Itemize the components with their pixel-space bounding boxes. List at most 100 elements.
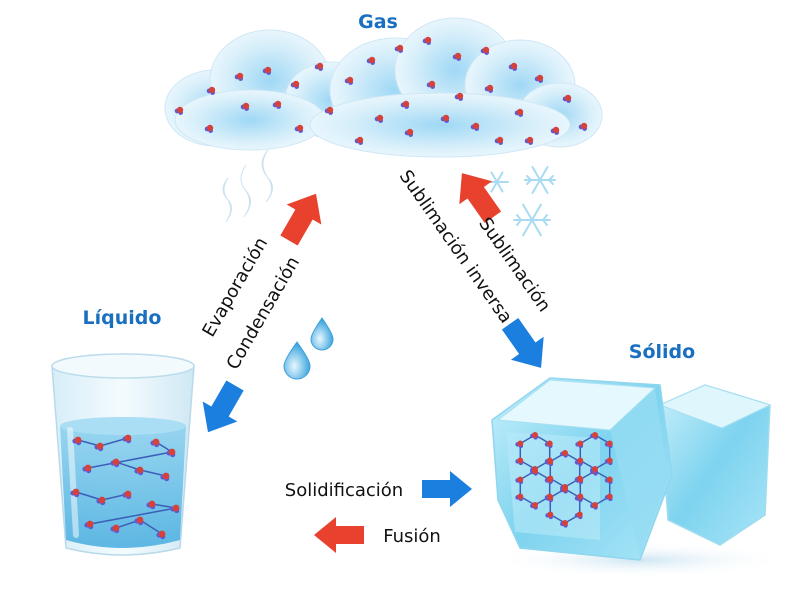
water-molecule-icon xyxy=(156,530,166,540)
water-molecule-icon xyxy=(174,106,184,115)
water-molecule-icon xyxy=(426,80,436,89)
ice-cubes-illustration xyxy=(491,377,772,561)
process-label-solidification: Solidificación xyxy=(285,480,403,501)
water-molecule-icon xyxy=(524,136,534,145)
cloud-illustration xyxy=(164,17,603,158)
water-molecule-icon xyxy=(545,458,554,467)
water-molecule-icon xyxy=(160,472,170,482)
water-molecule-icon xyxy=(560,486,568,494)
water-molecule-icon xyxy=(84,520,94,530)
snowflake-icon xyxy=(485,166,556,237)
solid-molecules xyxy=(515,432,613,528)
water-molecule-icon xyxy=(590,502,598,510)
water-molecule-icon xyxy=(96,496,106,506)
water-molecule-icon xyxy=(515,440,524,449)
water-molecule-icon xyxy=(134,516,144,526)
sublimation-arrow xyxy=(459,173,502,224)
water-molecule-icon xyxy=(574,511,583,520)
water-molecule-icon xyxy=(290,80,300,89)
water-molecule-icon xyxy=(515,457,524,466)
water-molecule-icon xyxy=(590,466,598,474)
water-molecule-icon xyxy=(94,442,104,452)
water-molecule-icon xyxy=(575,493,584,502)
state-label-solid: Sólido xyxy=(629,341,695,363)
water-molecule-icon xyxy=(150,438,160,448)
water-molecule-icon xyxy=(544,476,553,485)
condensation-arrow xyxy=(202,380,244,433)
water-molecule-icon xyxy=(544,440,553,449)
water-molecule-icon xyxy=(604,476,613,485)
water-molecule-icon xyxy=(604,493,613,502)
water-molecule-icon xyxy=(515,493,524,502)
water-molecule-icon xyxy=(530,468,538,476)
water-molecule-icon xyxy=(604,457,613,466)
water-molecule-icon xyxy=(110,458,120,468)
water-molecule-icon xyxy=(272,100,282,109)
water-molecule-icon xyxy=(294,124,304,133)
process-label-fusion: Fusión xyxy=(383,526,441,547)
water-molecule-icon xyxy=(484,84,494,93)
state-label-liquid: Líquido xyxy=(83,307,162,329)
water-molecule-icon xyxy=(314,62,324,71)
water-molecule-icon xyxy=(560,520,568,528)
water-molecule-icon xyxy=(122,434,132,444)
glass-of-water-illustration xyxy=(51,353,195,556)
water-molecule-icon xyxy=(545,494,554,503)
water-molecule-icon xyxy=(206,86,216,95)
water-molecule-icon xyxy=(578,122,588,131)
water-molecule-icon xyxy=(604,440,613,449)
water-molecule-icon xyxy=(234,72,244,81)
state-label-gas: Gas xyxy=(358,11,398,33)
water-molecule-icon xyxy=(366,56,376,65)
water-molecule-icon xyxy=(134,466,144,476)
water-molecule-icon xyxy=(515,476,524,485)
water-molecule-icon xyxy=(82,464,92,474)
water-molecule-icon xyxy=(72,436,82,446)
water-molecule-icon xyxy=(508,62,518,71)
water-molecule-icon xyxy=(575,457,584,466)
water-molecule-icon xyxy=(344,76,354,85)
water-molecule-icon xyxy=(562,94,572,103)
liquid-molecules xyxy=(70,434,180,540)
water-molecule-icon xyxy=(170,504,180,514)
water-molecule-icon xyxy=(470,122,480,131)
water-molecule-icon xyxy=(422,36,432,45)
water-molecule-icon xyxy=(534,74,544,83)
water-molecule-icon xyxy=(240,102,250,111)
water-molecule-icon xyxy=(550,126,560,135)
water-molecule-icon xyxy=(404,128,414,137)
water-molecule-icon xyxy=(262,66,272,75)
water-molecule-icon xyxy=(110,524,120,534)
water-molecule-icon xyxy=(146,500,156,510)
water-molecule-icon xyxy=(452,52,462,61)
water-molecule-icon xyxy=(530,432,538,440)
water-molecule-icon xyxy=(122,490,132,500)
water-molecule-icon xyxy=(575,476,584,485)
water-molecule-icon xyxy=(70,488,80,498)
water-molecule-icon xyxy=(494,136,504,145)
solidification-arrow xyxy=(422,471,472,507)
water-drop-icon xyxy=(283,317,334,380)
vapor-wisps-icon xyxy=(222,149,273,223)
fusion-arrow xyxy=(314,517,364,553)
water-molecule-icon xyxy=(374,114,384,123)
water-molecule-icon xyxy=(454,92,464,101)
water-molecule-icon xyxy=(480,46,490,55)
water-molecule-icon xyxy=(575,440,584,449)
water-molecule-icon xyxy=(400,100,410,109)
gas-molecules xyxy=(174,36,588,145)
water-molecule-icon xyxy=(440,114,450,123)
water-molecule-icon xyxy=(324,106,334,115)
water-molecule-icon xyxy=(514,108,524,117)
water-molecule-icon xyxy=(530,502,538,510)
deposition-arrow xyxy=(501,317,544,368)
water-molecule-icon xyxy=(590,432,598,440)
water-molecule-icon xyxy=(166,448,176,458)
water-molecule-icon xyxy=(560,450,568,458)
water-molecule-icon xyxy=(354,136,364,145)
water-molecule-icon xyxy=(204,124,214,133)
water-molecule-icon xyxy=(394,44,404,53)
evaporation-arrow xyxy=(280,193,322,246)
water-molecule-icon xyxy=(545,511,554,520)
